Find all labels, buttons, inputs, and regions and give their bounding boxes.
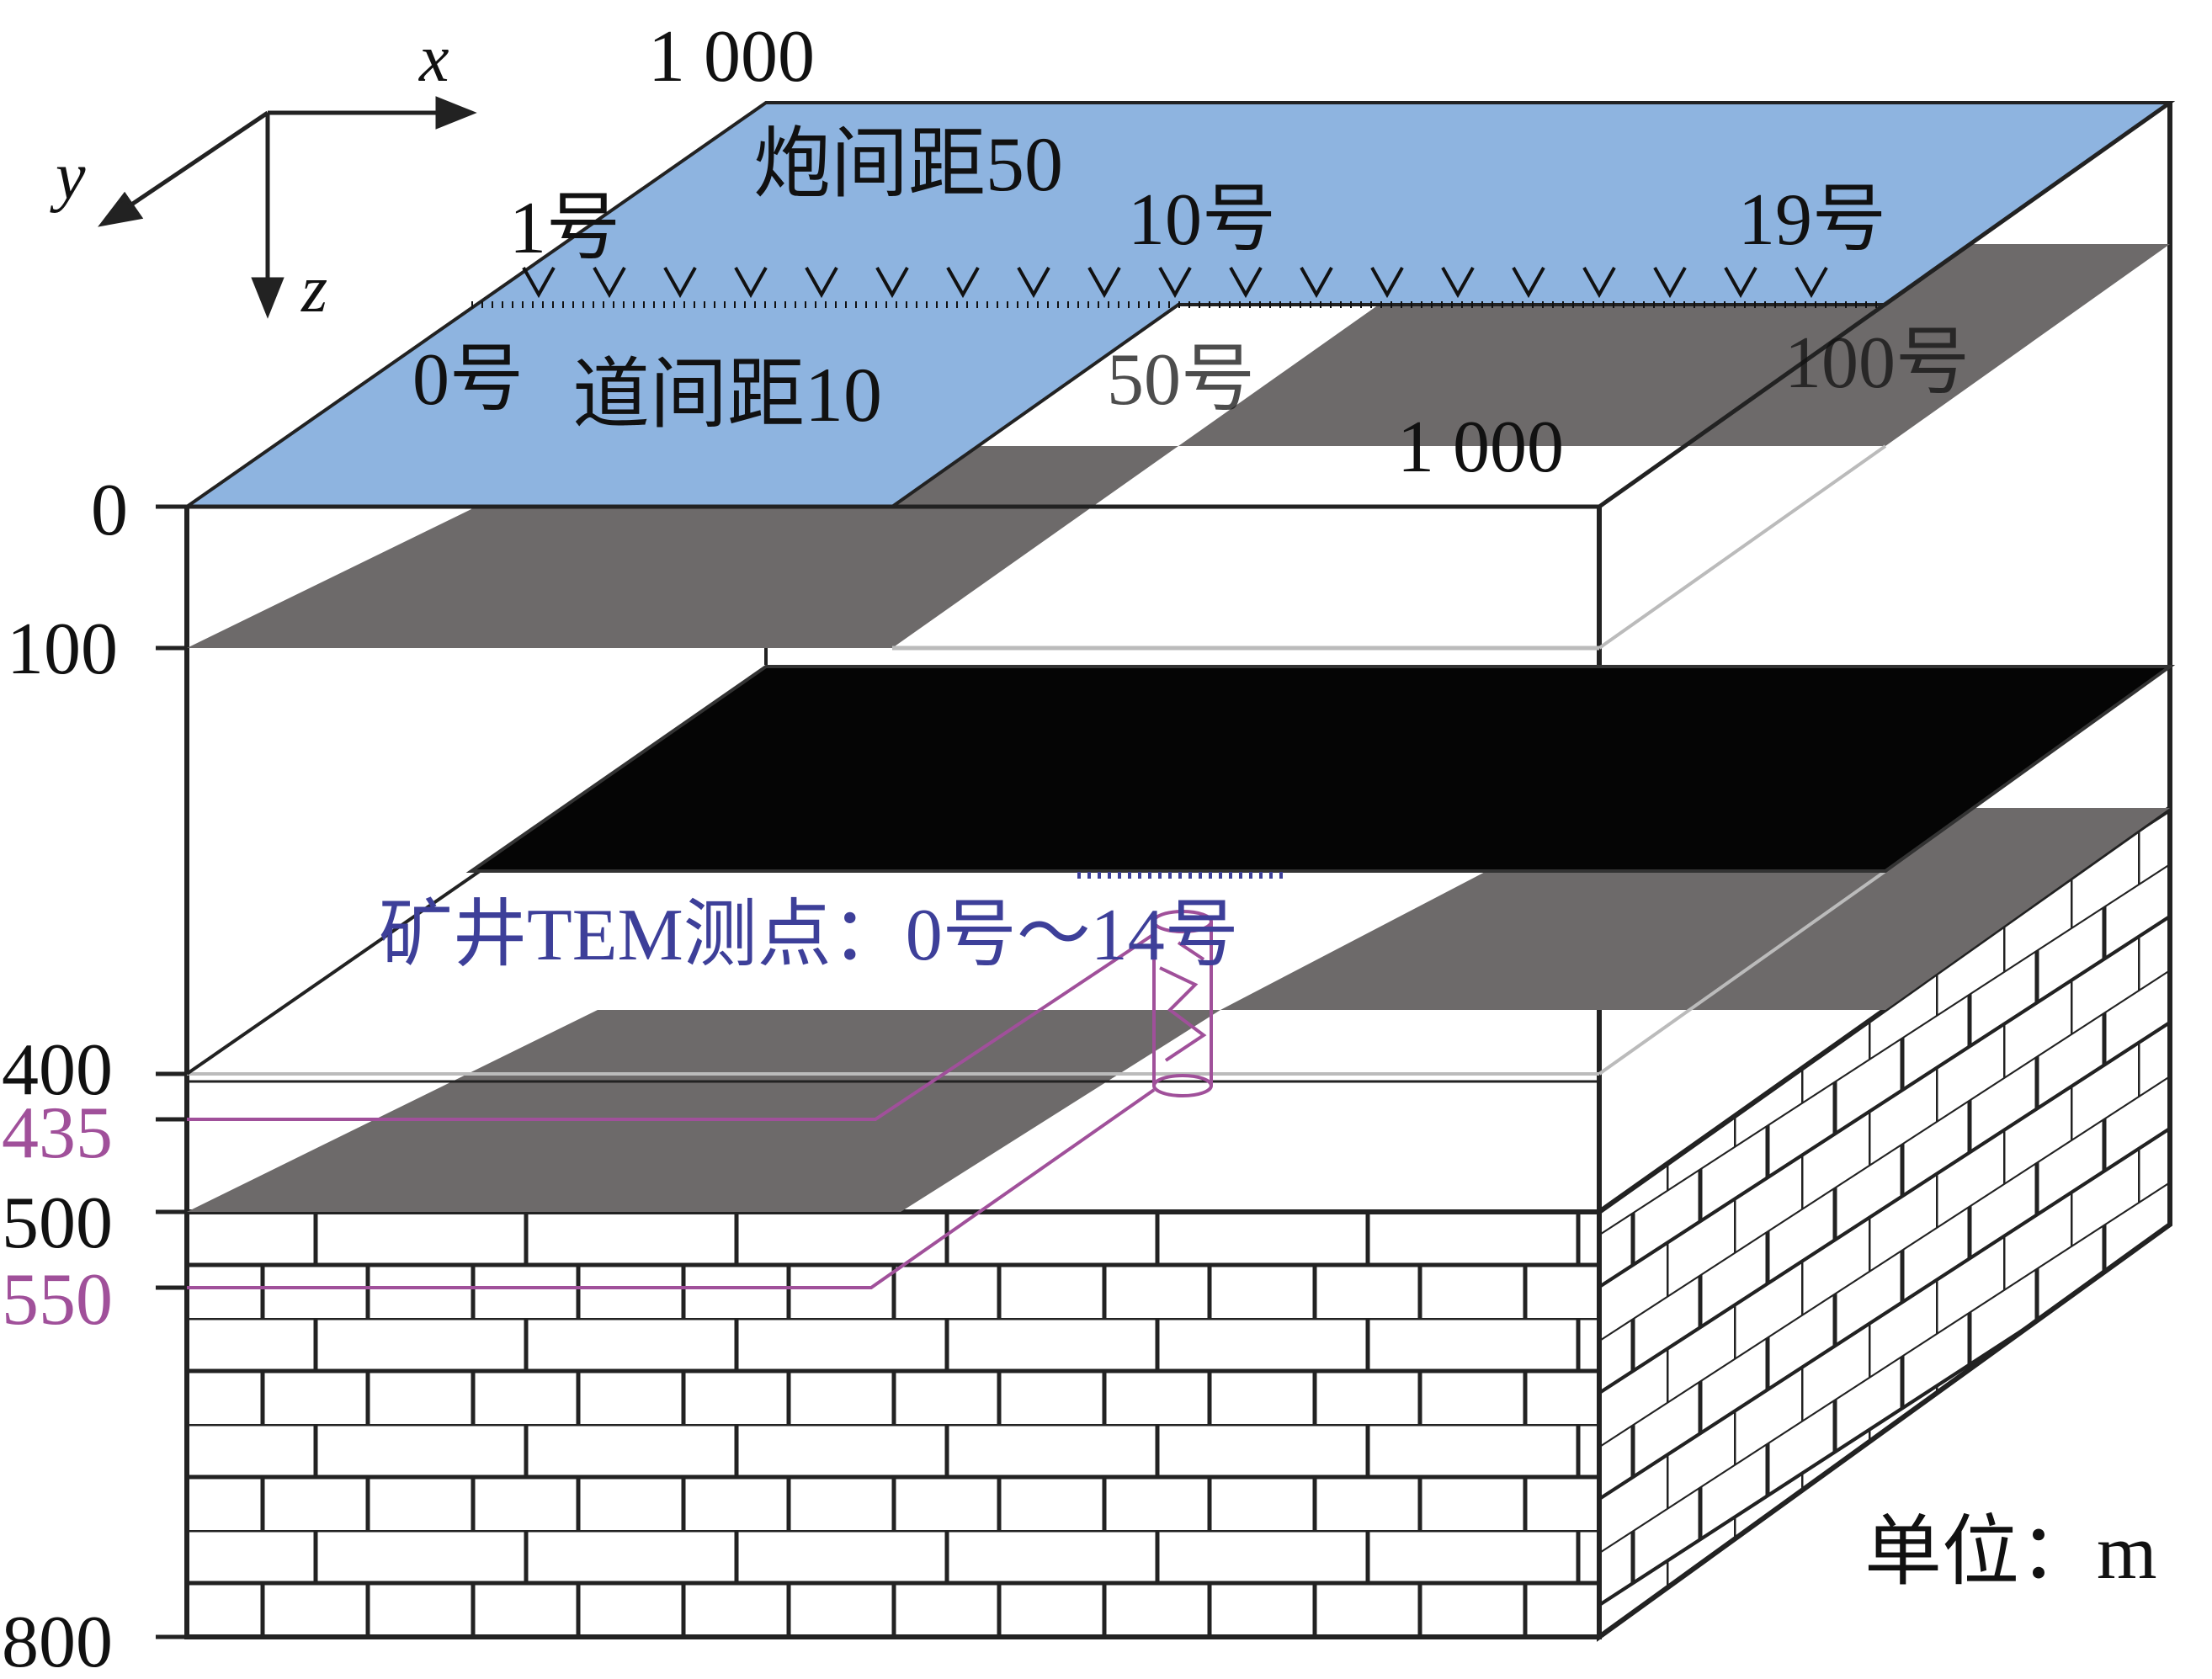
axis-x-label: x xyxy=(418,22,449,96)
shot-marker xyxy=(1653,267,1687,299)
axis-y-label: y xyxy=(50,140,86,214)
shot-marker xyxy=(946,267,980,299)
shot-marker xyxy=(663,267,697,299)
layer-100-side-line xyxy=(1598,444,1887,650)
depth-550-link xyxy=(187,1088,1156,1289)
tem-label: 矿井TEM测点：0号～14号 xyxy=(379,895,1239,976)
trace-first-label: 0号 xyxy=(412,339,524,421)
shot-marker xyxy=(1582,267,1616,299)
axes-triad xyxy=(98,96,477,319)
shot-marker xyxy=(1512,267,1545,299)
shot-marker xyxy=(1087,267,1121,299)
shot-marker xyxy=(805,267,838,299)
shot-marker xyxy=(1370,267,1404,299)
trace-spacing-label: 道间距10 xyxy=(572,352,882,438)
shot-spacing-label: 炮间距50 xyxy=(753,121,1063,207)
shot-marker xyxy=(875,267,909,299)
shot-marker xyxy=(1017,267,1050,299)
depth-500-label: 500 xyxy=(2,1182,113,1264)
axis-z-label: z xyxy=(300,252,327,327)
x-length-label: 1 000 xyxy=(648,16,815,98)
layer-400-diag-right xyxy=(1598,869,1887,1076)
shot-marker xyxy=(1795,267,1828,299)
depth-435-link xyxy=(187,932,1156,1121)
unit-label: 单位：m xyxy=(1864,1509,2157,1595)
shot-marker xyxy=(1724,267,1757,299)
depth-ticks xyxy=(156,504,187,1639)
shot-last-label: 19号 xyxy=(1738,179,1886,261)
shot-marker xyxy=(1441,267,1475,299)
depth-0-label: 0 xyxy=(91,470,128,551)
limestone-front-face xyxy=(184,1209,1602,1639)
depth-800-label: 800 xyxy=(2,1602,113,1679)
shot-marker xyxy=(1158,267,1192,299)
depth-100-label: 100 xyxy=(7,608,118,690)
depth-550-label: 550 xyxy=(2,1259,113,1341)
y-length-label: 1 000 xyxy=(1397,406,1564,488)
layer-500-back-strip xyxy=(1220,808,2170,1010)
shot-marker xyxy=(1300,267,1333,299)
shot-marker xyxy=(1229,267,1263,299)
shot-markers xyxy=(522,267,1828,299)
trace-last-label: 100号 xyxy=(1784,322,1970,404)
coal-seam-layer xyxy=(465,665,2176,873)
layer-100-gray xyxy=(187,244,2170,648)
layer-400-diag xyxy=(185,869,481,1076)
shot-first-label: 1号 xyxy=(509,188,620,269)
shot-mid-label: 10号 xyxy=(1128,179,1276,261)
mine-shaft xyxy=(1152,910,1213,1097)
shot-marker xyxy=(522,267,556,299)
depth-400-label: 400 xyxy=(2,1029,113,1111)
trace-mid-label: 50号 xyxy=(1107,339,1255,421)
shot-marker xyxy=(734,267,768,299)
shot-marker xyxy=(593,267,626,299)
depth-435-label: 435 xyxy=(2,1092,113,1174)
frame-top-side xyxy=(1598,100,2172,509)
